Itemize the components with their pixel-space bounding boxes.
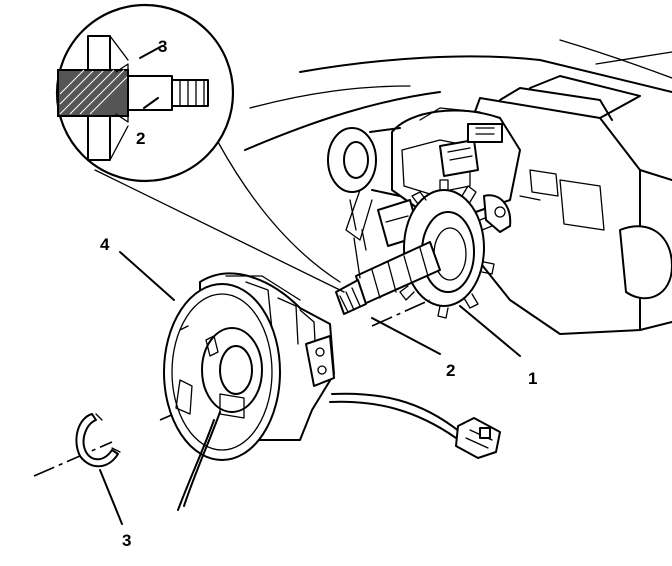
- callout-inset-shaft: 2: [136, 129, 145, 148]
- callout-shaft: 2: [446, 361, 455, 380]
- steering-column-assembly: [244, 39, 672, 335]
- coil-assembly: [163, 272, 501, 511]
- callout-inset-sensor: 3: [158, 37, 167, 56]
- callout-ring: 3: [122, 531, 131, 550]
- inset-detail: [55, 3, 345, 293]
- snap-ring: [75, 413, 121, 468]
- callout-coil: 4: [100, 235, 110, 254]
- leader-lines: [99, 251, 521, 525]
- callout-column: 1: [528, 369, 537, 388]
